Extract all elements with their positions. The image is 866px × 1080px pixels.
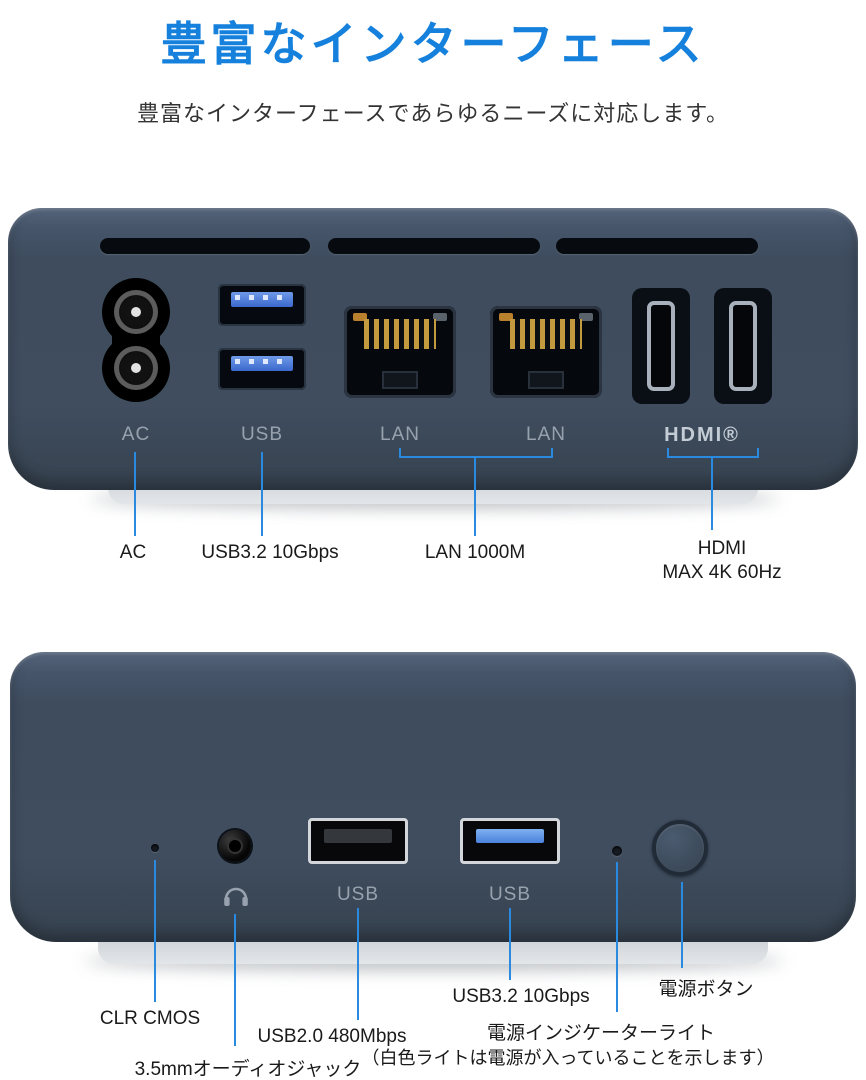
usb-pins	[235, 359, 289, 364]
rear-panel-label-hdmi: HDMI®	[664, 424, 740, 446]
rear-panel-label-usb: USB	[240, 424, 284, 445]
lan-notch	[528, 371, 564, 389]
front-device-body	[10, 652, 856, 942]
power-callout-line	[681, 882, 683, 968]
usb2-port	[308, 818, 408, 864]
rear-panel-label-ac: AC	[121, 424, 151, 445]
page-title: 豊富なインターフェース	[160, 18, 706, 70]
hdmi-callout-bracket	[667, 448, 669, 458]
lan-callout-bracket	[399, 456, 553, 458]
caption-lan: LAN 1000M	[424, 542, 526, 563]
vent-slot	[328, 238, 540, 254]
usb3-callout-line	[509, 908, 511, 980]
lan-pins	[364, 319, 436, 349]
power-led-hole	[612, 846, 622, 856]
caption-power-button: 電源ボタン	[658, 979, 754, 1000]
hdmi-slot	[729, 301, 757, 391]
hdmi-port-left	[632, 288, 690, 404]
led-callout-line	[616, 862, 618, 1012]
usb3-port	[460, 818, 560, 864]
usb-tongue	[324, 829, 392, 843]
front-panel-label-usb-right: USB	[488, 884, 532, 905]
usb-pins	[235, 295, 289, 300]
power-button[interactable]	[652, 820, 708, 876]
caption-clr-cmos: CLR CMOS	[99, 1008, 201, 1029]
usb-tongue	[476, 829, 544, 843]
headphone-icon	[224, 887, 248, 906]
clr-cmos-callout-line	[154, 860, 156, 1002]
audio-jack-port	[219, 830, 251, 862]
caption-hdmi-line1: HDMI	[697, 538, 747, 559]
lan-callout-line	[474, 456, 476, 536]
lan-pins	[510, 319, 582, 349]
usb2-callout-line	[357, 908, 359, 1020]
usb3-port-bottom	[218, 348, 306, 390]
lan-notch	[382, 371, 418, 389]
caption-audio-jack: 3.5mmオーディオジャック	[134, 1059, 362, 1080]
lan-callout-bracket	[551, 448, 553, 458]
lan-callout-bracket	[399, 448, 401, 458]
lan-port-left	[344, 306, 456, 398]
lan-led	[499, 313, 513, 321]
lan-port-right	[490, 306, 602, 398]
hdmi-port-right	[714, 288, 772, 404]
ac-socket-pin	[114, 290, 158, 334]
hdmi-callout-bracket	[667, 456, 759, 458]
audio-callout-line	[234, 914, 236, 1046]
caption-usb3-front: USB3.2 10Gbps	[452, 986, 590, 1007]
hdmi-slot	[647, 301, 675, 391]
clr-cmos-pinhole	[151, 844, 159, 852]
caption-ac: AC	[119, 542, 147, 563]
ac-callout-line	[134, 452, 136, 536]
vent-slot	[100, 238, 310, 254]
lan-led	[353, 313, 367, 321]
caption-hdmi-line2: MAX 4K 60Hz	[662, 562, 782, 583]
hdmi-callout-line	[711, 456, 713, 530]
caption-usb3: USB3.2 10Gbps	[201, 542, 339, 563]
page-subtitle: 豊富なインターフェースであらゆるニーズに対応します。	[136, 101, 730, 126]
ac-socket-pin	[114, 346, 158, 390]
front-panel-label-usb-left: USB	[336, 884, 380, 905]
usb3-port-top	[218, 284, 306, 326]
hdmi-callout-bracket	[757, 448, 759, 458]
vent-slot	[556, 238, 758, 254]
rear-panel-label-lan-right: LAN	[526, 424, 566, 445]
lan-led	[579, 313, 593, 321]
caption-power-led-line2: （白色ライトは電源が入っていることを示します）	[361, 1048, 775, 1068]
caption-power-led-line1: 電源インジケーターライト	[486, 1023, 716, 1044]
rear-panel-label-lan-left: LAN	[380, 424, 420, 445]
usb-callout-line	[261, 452, 263, 536]
lan-led	[433, 313, 447, 321]
caption-usb2: USB2.0 480Mbps	[257, 1026, 407, 1047]
